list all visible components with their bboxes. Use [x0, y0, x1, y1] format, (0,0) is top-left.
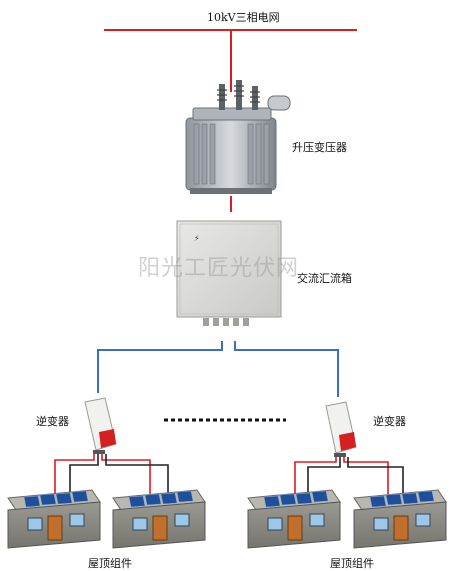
- svg-text:⚡: ⚡: [194, 234, 200, 243]
- combiner-to-left-inverter-line: [97, 341, 223, 393]
- roof-left-label: 屋顶组件: [88, 557, 132, 570]
- roof-right-label: 屋顶组件: [330, 557, 374, 570]
- house-1: [7, 489, 101, 549]
- inverter-right-icon: [325, 401, 357, 457]
- transformer-label: 升压变压器: [292, 141, 347, 154]
- left-dc-wiring: [54, 454, 169, 497]
- inverter-left-label: 逆变器: [36, 415, 69, 428]
- house-4: [353, 489, 447, 549]
- combiner-to-right-inverter-line: [234, 341, 339, 397]
- transformer-icon: [185, 80, 291, 194]
- house-2: [112, 489, 206, 549]
- combiner-label: 交流汇流箱: [297, 272, 352, 285]
- combiner-box-icon: ⚡: [176, 220, 282, 326]
- house-3: [247, 489, 341, 549]
- watermark: 阳光工匠光伏网: [138, 256, 300, 281]
- grid-label: 10kV三相电网: [207, 11, 280, 24]
- right-dc-wiring: [294, 457, 404, 497]
- inverter-left-icon: [84, 397, 117, 454]
- inverter-right-label: 逆变器: [373, 415, 406, 428]
